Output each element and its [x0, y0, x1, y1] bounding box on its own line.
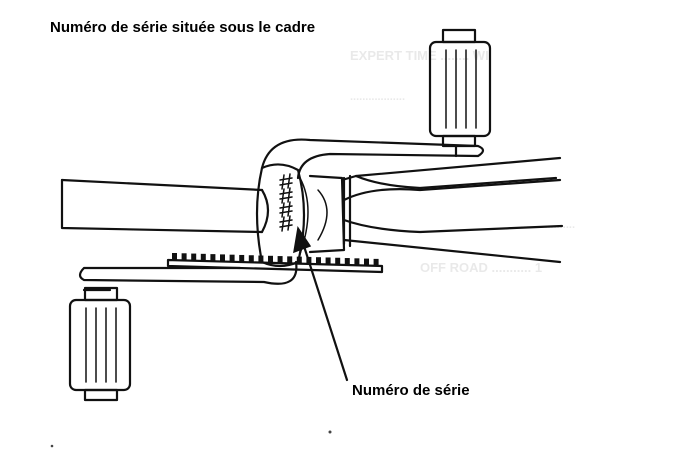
chainstays: [340, 156, 564, 264]
lower-crank-arm: [78, 260, 298, 292]
chainring-tooth: [373, 258, 379, 266]
stray-marks: [50, 430, 332, 448]
bottom-bracket-shell: [255, 163, 346, 268]
serial-number-marks: [279, 173, 293, 232]
chainring-tooth: [191, 253, 197, 261]
svg-text:OFF ROAD ........... 1: OFF ROAD ........... 1: [420, 260, 542, 275]
chainring-tooth: [248, 255, 254, 263]
down-tube: [60, 178, 270, 234]
serial-hash-mark: [279, 187, 293, 204]
chainring-tooth: [354, 258, 360, 266]
chainring-tooth: [181, 253, 187, 261]
chainring-tooth: [316, 257, 321, 265]
chainring-tooth: [239, 254, 245, 262]
diagram-title: Numéro de série située sous le cadre: [50, 19, 316, 36]
serial-hash-mark: [279, 173, 293, 190]
chainring-tooth: [210, 254, 216, 262]
chainring-tooth: [287, 256, 293, 264]
chainring-tooth: [220, 254, 225, 262]
chainring-tooth: [268, 255, 273, 263]
chainring: [166, 253, 384, 274]
serial-callout-arrow: [293, 226, 349, 382]
chainring-tooth: [325, 257, 331, 265]
chainring-tooth: [344, 258, 350, 266]
svg-text:..................: ..................: [520, 219, 575, 231]
upper-pedal: [428, 28, 492, 148]
chainring-tooth: [277, 256, 283, 264]
upper-crank-arm: [260, 138, 485, 180]
chainring-tooth: [364, 258, 369, 266]
serial-hash-mark: [279, 215, 293, 232]
chainring-tooth: [200, 253, 206, 261]
chainring-tooth: [335, 257, 341, 265]
bleed-through-text: EXPERT TIME ........ WI ................…: [350, 48, 575, 275]
chainring-tooth: [229, 254, 235, 262]
serial-number-callout: Numéro de série: [352, 382, 470, 399]
lower-pedal: [68, 286, 132, 402]
svg-text:EXPERT TIME ........ WI: EXPERT TIME ........ WI: [350, 48, 489, 63]
svg-text:..................: ..................: [350, 91, 405, 103]
chainring-tooth: [172, 253, 177, 260]
serial-hash-mark: [279, 201, 293, 218]
